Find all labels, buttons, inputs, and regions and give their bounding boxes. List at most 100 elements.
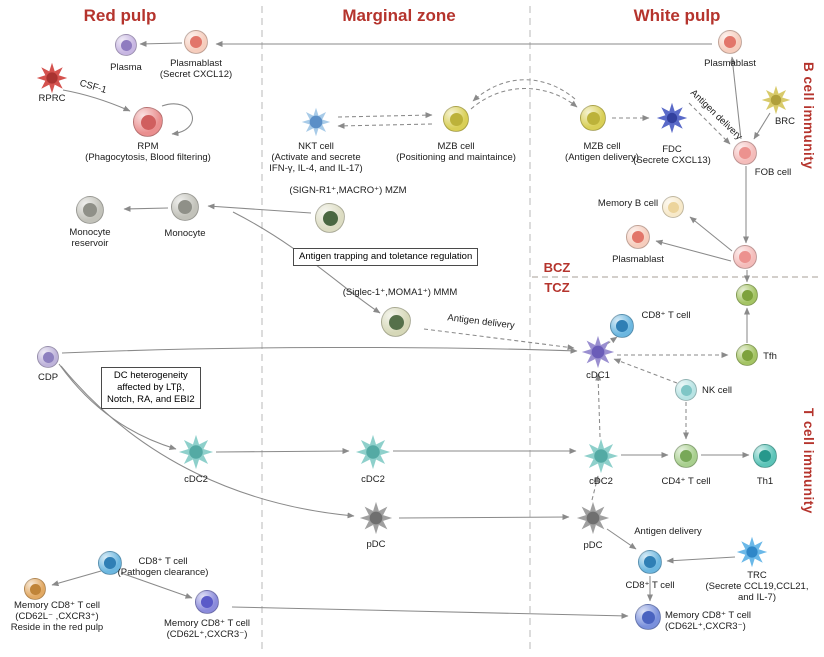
plasmablast-cell-redpulp	[184, 30, 208, 54]
mzb-label-marginal: MZB cell (Positioning and maintaince)	[396, 141, 516, 163]
trc-line3: and IL-7)	[737, 592, 777, 604]
b-cell-immunity-label: B cell immunity	[801, 62, 816, 170]
cdc1-label: cDC1	[586, 370, 610, 381]
t-cell-immunity-label: T cell immunity	[801, 408, 816, 514]
memory-cd8-purple-label: Memory CD8⁺ T cell (CD62L⁺,CXCR3⁻)	[164, 618, 250, 640]
mzb-mz-line1: MZB cell	[437, 141, 475, 152]
plasmablast-line: Plasmablast	[170, 58, 222, 69]
fdc-line2: (Secrete CXCL13)	[633, 155, 711, 167]
cd8-subline: (Pathogen clearance)	[117, 567, 209, 579]
cdc1-cell	[581, 335, 615, 369]
mzb-wp-line1: MZB cell	[583, 141, 621, 152]
monocyte-reservoir-line1: Monocyte	[69, 227, 111, 238]
bcz-label: BCZ	[543, 260, 571, 275]
trc-line1: TRC	[747, 570, 767, 581]
red-pulp-header: Red pulp	[83, 6, 157, 25]
rprc-cell	[36, 62, 68, 94]
nkt-line1: NKT cell	[298, 141, 334, 152]
pdc-cell-marginal	[359, 501, 393, 535]
rpm-cell	[133, 107, 163, 137]
mzm-cell	[315, 203, 345, 233]
tfh-cell	[736, 344, 758, 366]
mzb-cell-marginal	[443, 106, 469, 132]
fdc-cell	[656, 102, 688, 134]
cd8-label-whitepulp-top: CD8⁺ T cell	[641, 310, 691, 321]
cd8-line: CD8⁺ T cell	[138, 556, 188, 567]
nkt-line2: (Activate and secrete	[271, 152, 361, 164]
memory-cd8-cell-orange	[24, 578, 46, 600]
monocyte-cell	[171, 193, 199, 221]
memory-cd8-orange-line1: Memory CD8⁺ T cell	[14, 600, 100, 611]
nk-cell	[675, 379, 697, 401]
brc-label: BRC	[774, 116, 796, 127]
plasma-label: Plasma	[110, 62, 142, 73]
cd4-t-cell	[674, 444, 698, 468]
antigen-trapping-box: Antigen trapping and toletance regulatio…	[293, 248, 479, 266]
brc-cell	[761, 85, 791, 115]
plasmablast-cell-whitepulp-top	[718, 30, 742, 54]
memory-b-label: Memory B cell	[597, 198, 659, 209]
tcz-label: TCZ	[544, 280, 570, 295]
cdp-cell	[37, 346, 59, 368]
th1-cell	[753, 444, 777, 468]
mmm-label: (Siglec-1⁺,MOMA1⁺) MMM	[342, 287, 458, 298]
plasmablast-label-whitepulp-top: Plasmablast	[704, 58, 756, 69]
fdc-line1: FDC	[662, 144, 682, 155]
cdc2-cell-marginal	[355, 434, 391, 470]
memory-cd8-purple-line1: Memory CD8⁺ T cell	[164, 618, 250, 629]
monocyte-reservoir-cell	[76, 196, 104, 224]
nk-label: NK cell	[701, 385, 733, 396]
rpm-line: RPM	[137, 141, 159, 152]
dc-box-line3: Notch, RA, and EBI2	[107, 393, 195, 405]
memory-cd8-whitepulp-label: Memory CD8⁺ T cell (CD62L⁺,CXCR3⁻)	[665, 610, 751, 632]
memory-cd8-cell-whitepulp	[635, 604, 661, 630]
memory-cd8-orange-label: Memory CD8⁺ T cell (CD62L⁻ ,CXCR3⁺) Resi…	[11, 600, 103, 634]
mzm-label: (SIGN-R1⁺,MACRO⁺) MZM	[289, 185, 407, 196]
memory-cd8-cell-purple	[195, 590, 219, 614]
zone-dividers	[261, 6, 822, 650]
memory-cd8-wp-line2: (CD62L⁺,CXCR3⁻)	[665, 621, 746, 633]
trc-cell	[736, 536, 768, 568]
plasma-cell	[115, 34, 137, 56]
fob-label: FOB cell	[754, 167, 792, 178]
cd8-t-cell-whitepulp-top	[610, 314, 634, 338]
cdc2-label-whitepulp: cDC2	[589, 476, 613, 487]
memory-cd8-purple-line2: (CD62L⁺,CXCR3⁻)	[166, 629, 248, 641]
rpm-subline: (Phagocytosis, Blood filtering)	[85, 152, 211, 164]
cdc2-label-redpulp: cDC2	[184, 474, 208, 485]
cdc2-cell-whitepulp	[583, 438, 619, 474]
fob-cell	[733, 141, 757, 165]
dc-heterogeneity-box: DC heterogeneity affected by LTβ, Notch,…	[101, 367, 201, 409]
fob-cell-lower	[733, 245, 757, 269]
antigen-delivery-label-pdc: Antigen delivery	[634, 526, 702, 537]
memory-cd8-wp-line1: Memory CD8⁺ T cell	[665, 610, 751, 621]
rprc-label: RPRC	[38, 93, 66, 104]
solid-arrows	[51, 40, 771, 619]
monocyte-reservoir-line2: reservoir	[71, 238, 109, 250]
cdc2-cell-redpulp	[178, 434, 214, 470]
plasmablast-label-whitepulp: Plasmablast	[612, 254, 664, 265]
mmm-cell	[381, 307, 411, 337]
mzb-mz-line2: (Positioning and maintaince)	[396, 152, 516, 164]
pdc-cell-whitepulp	[576, 501, 610, 535]
dc-box-line2: affected by LTβ,	[117, 381, 185, 393]
rpm-label: RPM (Phagocytosis, Blood filtering)	[85, 141, 211, 163]
germinal-b-cell	[736, 284, 758, 306]
monocyte-reservoir-label: Monocyte reservoir	[69, 227, 110, 249]
th1-label: Th1	[756, 476, 774, 487]
cdc2-label-marginal: cDC2	[361, 474, 385, 485]
monocyte-label: Monocyte	[164, 228, 206, 239]
mzb-label-whitepulp: MZB cell (Antigen delivery)	[565, 141, 639, 163]
white-pulp-header: White pulp	[633, 6, 721, 25]
memory-cd8-orange-line3: Reside in the red pulp	[10, 622, 104, 634]
marginal-zone-header: Marginal zone	[342, 6, 456, 25]
mzb-wp-line2: (Antigen delivery)	[565, 152, 639, 164]
memory-cd8-orange-line2: (CD62L⁻ ,CXCR3⁺)	[15, 611, 99, 623]
trc-line2: (Secrete CCL19,CCL21,	[705, 581, 809, 593]
fdc-label: FDC (Secrete CXCL13)	[633, 144, 711, 166]
dashed-arrows	[337, 79, 731, 501]
cd8-t-cell-redpulp	[98, 551, 122, 575]
tfh-label: Tfh	[763, 351, 777, 362]
